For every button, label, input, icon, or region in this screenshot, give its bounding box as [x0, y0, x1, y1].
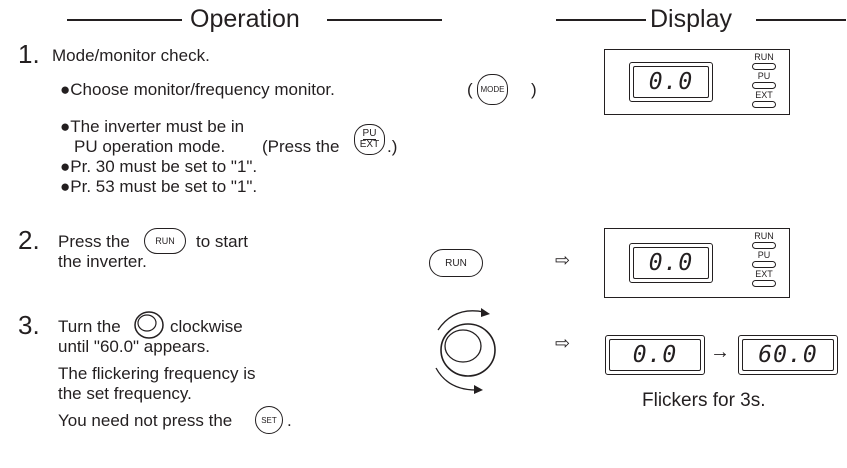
display-3-to-lcd: 60.0: [738, 335, 838, 375]
indicator-run-lamp: [752, 63, 776, 70]
step-3-text-line5: You need not press the: [58, 411, 233, 430]
step-2-text-line2: the inverter.: [58, 252, 147, 271]
step-1-bullet-monitor: ●Choose monitor/frequency monitor.: [60, 80, 335, 99]
indicator-pu-label: PU: [757, 71, 771, 81]
step-1-bullet-inverter: ●The inverter must be in: [60, 117, 245, 136]
display-3-from-value: 0.0: [609, 339, 701, 371]
step-3-period: .: [287, 411, 292, 430]
step-3-text-line3: The flickering frequency is: [58, 364, 256, 383]
display-rule-right: [756, 19, 846, 21]
step-3-text-line4: the set frequency.: [58, 384, 192, 403]
pu-ext-key[interactable]: PU EXT: [354, 124, 385, 155]
indicator-run-label: RUN: [754, 52, 774, 62]
mode-paren-open: (: [467, 80, 473, 99]
run-key-inline[interactable]: RUN: [144, 228, 186, 254]
operation-rule-left: [67, 19, 182, 21]
indicator-ext-label: EXT: [755, 269, 773, 279]
run-key[interactable]: RUN: [429, 249, 483, 277]
step-2-text-before: Press the: [58, 232, 130, 251]
step-2-right-arrow: ⇨: [555, 250, 571, 270]
set-key[interactable]: SET: [255, 406, 283, 434]
mode-paren-close: ): [531, 80, 537, 99]
display-3-transition-arrow: →: [710, 341, 730, 363]
display-2-value: 0.0: [633, 247, 709, 279]
indicator-pu-lamp: [752, 82, 776, 89]
display-2-lcd: 0.0: [629, 243, 713, 283]
display-panel-2: 0.0 RUN PU EXT: [604, 228, 790, 298]
display-panel-1: 0.0 RUN PU EXT: [604, 49, 790, 115]
indicator-ext-lamp: [752, 101, 776, 108]
step-1-pu-mode: PU operation mode.: [74, 137, 226, 156]
display-3-to-value: 60.0: [742, 339, 834, 371]
dial-icon-inline[interactable]: [132, 308, 166, 342]
display-3-caption: Flickers for 3s.: [642, 390, 766, 411]
step-1-number: 1.: [18, 39, 40, 69]
indicator-run-label: RUN: [754, 231, 774, 241]
step-3-right-arrow: ⇨: [555, 333, 571, 353]
step-1-bullet-pr30: ●Pr. 30 must be set to "1".: [60, 157, 258, 176]
display-2-indicators: RUN PU EXT: [751, 232, 777, 289]
pu-ext-key-bottom: EXT: [359, 139, 380, 150]
operation-rule-right: [327, 19, 442, 21]
dial-rotation-icon[interactable]: [426, 298, 508, 398]
step-1-title: Mode/monitor check.: [52, 46, 210, 65]
indicator-run-lamp: [752, 242, 776, 249]
step-2-number: 2.: [18, 225, 40, 255]
display-header: Display: [650, 5, 732, 33]
step-1-paren-end: .): [387, 137, 398, 156]
step-3-text-after: clockwise: [170, 317, 243, 336]
step-3-text-line2: until "60.0" appears.: [58, 337, 210, 356]
indicator-ext-lamp: [752, 280, 776, 287]
indicator-ext-label: EXT: [755, 90, 773, 100]
step-3-text-before: Turn the: [58, 317, 121, 336]
display-rule-left: [556, 19, 646, 21]
step-3-number: 3.: [18, 310, 40, 340]
step-1-press-the: (Press the: [262, 137, 340, 156]
pu-ext-key-top: PU: [362, 128, 377, 140]
display-1-value: 0.0: [633, 66, 709, 98]
mode-key[interactable]: MODE: [477, 74, 508, 105]
operation-header: Operation: [190, 5, 300, 33]
display-1-indicators: RUN PU EXT: [751, 53, 777, 110]
display-3-from-lcd: 0.0: [605, 335, 705, 375]
step-2-text-after: to start: [196, 232, 248, 251]
step-1-bullet-pr53: ●Pr. 53 must be set to "1".: [60, 177, 258, 196]
indicator-pu-label: PU: [757, 250, 771, 260]
display-1-lcd: 0.0: [629, 62, 713, 102]
indicator-pu-lamp: [752, 261, 776, 268]
